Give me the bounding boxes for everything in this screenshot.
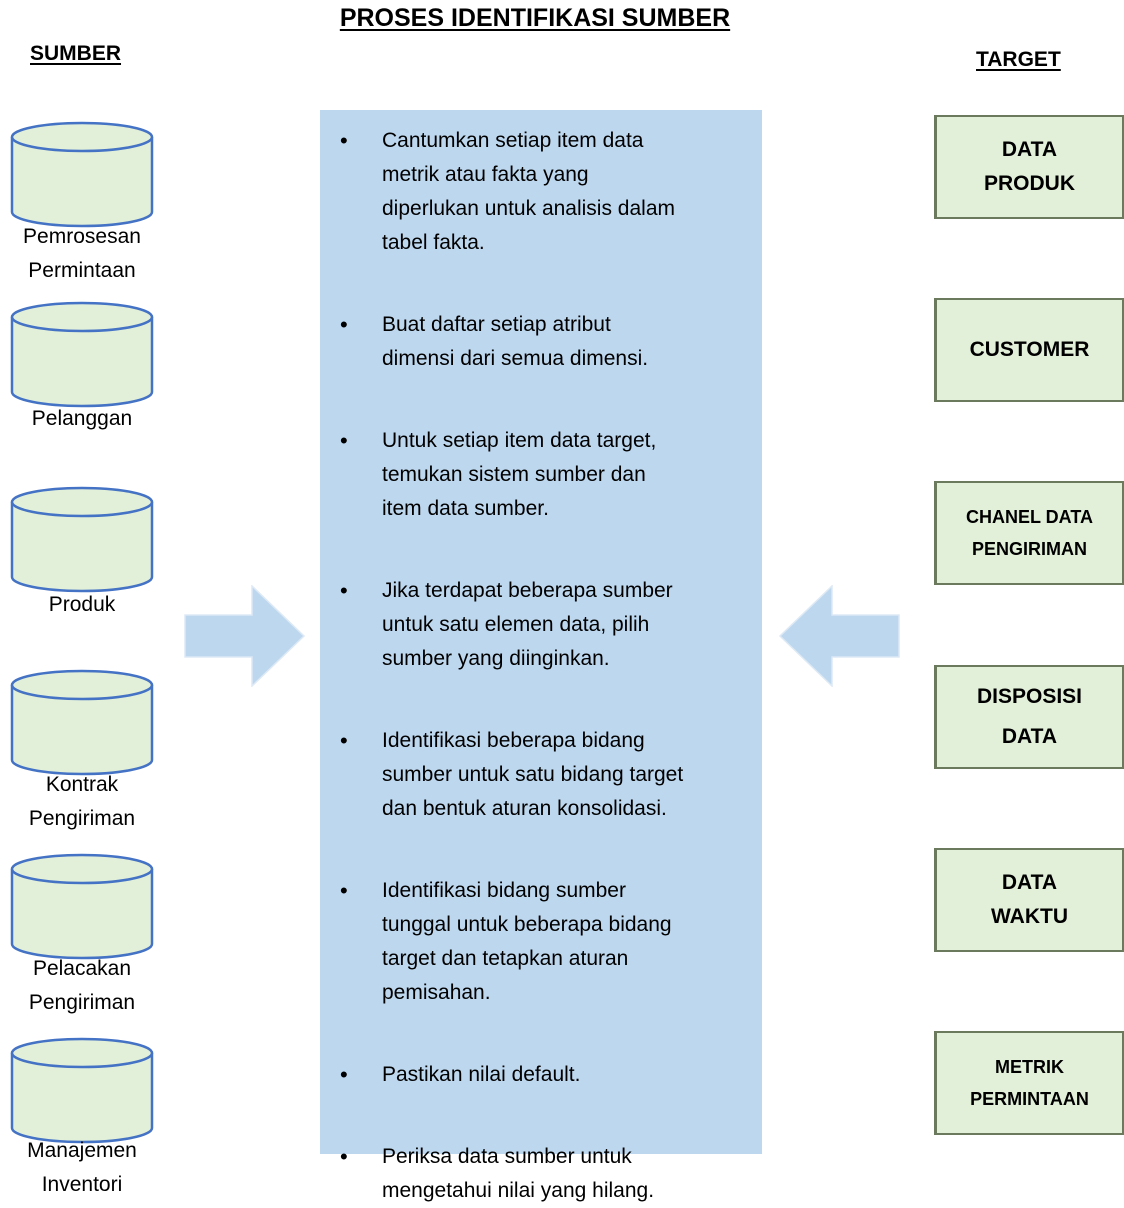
target-header: TARGET	[976, 48, 1061, 71]
target-label: DATA	[1001, 725, 1058, 748]
source-label: Pelanggan	[31, 407, 133, 430]
target-box-data-produk: DATA PRODUK	[934, 115, 1124, 219]
target-label: CHANEL DATA	[966, 507, 1093, 527]
database-cylinder-icon	[10, 853, 154, 960]
diagram-title: PROSES IDENTIFIKASI SUMBER	[339, 4, 731, 32]
target-label: PERMINTAAN	[970, 1089, 1089, 1109]
database-cylinder-icon	[10, 121, 154, 228]
source-label: Produk	[48, 593, 116, 616]
target-label: DATA	[1001, 871, 1058, 894]
target-box-data-waktu: DATA WAKTU	[934, 848, 1124, 952]
target-box-chanel-data-pengiriman: CHANEL DATA PENGIRIMAN	[934, 481, 1124, 585]
process-step: Untuk setiap item data target,temukan si…	[340, 424, 738, 526]
source-header: SUMBER	[30, 42, 122, 65]
target-label: METRIK	[994, 1057, 1064, 1077]
target-label: CUSTOMER	[969, 338, 1090, 361]
arrow-right-icon	[184, 585, 306, 687]
target-label: PRODUK	[983, 172, 1075, 195]
target-label: PENGIRIMAN	[971, 539, 1087, 559]
database-cylinder-icon	[10, 1037, 154, 1144]
database-cylinder-icon	[10, 301, 154, 408]
database-cylinder-icon	[10, 669, 154, 776]
arrow-left-icon	[778, 585, 900, 687]
target-label: DATA	[1001, 138, 1058, 161]
database-cylinder-icon	[10, 486, 154, 593]
process-step: Pastikan nilai default.	[340, 1058, 738, 1092]
target-label: WAKTU	[991, 905, 1068, 928]
target-box-disposisi-data: DISPOSISI DATA	[934, 665, 1124, 769]
target-label: DISPOSISI	[976, 685, 1083, 708]
target-box-customer: CUSTOMER	[934, 298, 1124, 402]
target-box-metrik-permintaan: METRIK PERMINTAAN	[934, 1031, 1124, 1135]
